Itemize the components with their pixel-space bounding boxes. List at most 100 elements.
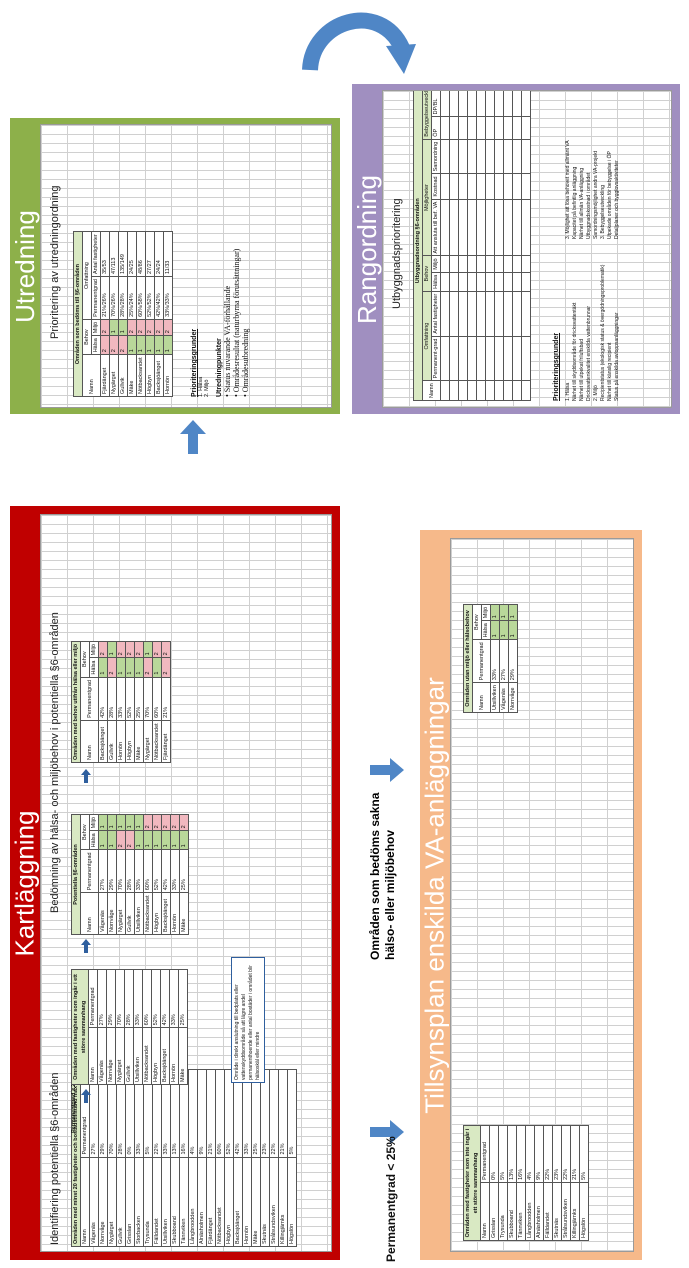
table-row [476, 91, 486, 401]
table-row [458, 91, 468, 401]
r-text-item: Dricksvattenkvalitet enskilda vattenbrun… [586, 305, 592, 401]
u-punkt-item: • Status nuvarande VA-förhållande [223, 285, 232, 397]
r-text-item: Utpekade områden för bebyggelse i ÖP [607, 151, 613, 239]
table-row [494, 91, 504, 401]
table-row [449, 91, 459, 401]
cycle-arrow-icon [302, 12, 416, 74]
r-text-item: 1. Hälsa [565, 382, 571, 401]
arrow-right-icon-4 [81, 939, 91, 953]
r-text-item: Samordningsmöjlighet andra VA-projekt [593, 150, 599, 239]
utredning-sheet: Prioritering av utredningordning Områden… [40, 124, 332, 408]
saknar-behov-label: Områden som bedöms sakna hälso- eller mi… [368, 792, 397, 960]
u-punkt-item: • Områdesresultat (naturbyrna förutsättn… [232, 248, 241, 397]
kartlaggning-title: Kartläggning [9, 810, 40, 956]
r-text-title: Prioriteringsgrunder [553, 332, 560, 401]
bedomning-heading: Bedömning av hälsa- och miljöbehov i pot… [49, 612, 61, 913]
table-row [467, 91, 477, 401]
r-text-item: Detaljplaner och bygglovsaktiviteter [614, 160, 620, 239]
rangordning-sheet: Utbyggnadsprioritering Utbyggnadsordning… [382, 90, 672, 408]
t-table: Områden utan miljö eller hälsobehov Namn… [463, 603, 518, 713]
k-table1: Områden med minst 20 fastigheter och bos… [71, 1068, 297, 1247]
table-row [503, 91, 513, 401]
u-grunder-title: Prioriteringsgrunder [191, 328, 198, 397]
u-punkt-item: • Områdesutbredning [241, 328, 250, 397]
r-table: Utbyggnadsordning §6-områden Namn Omfatt… [413, 91, 531, 401]
r-text-item: Närhet till utpekat friluftsbad [579, 339, 585, 401]
arrow-up-icon-1 [180, 420, 206, 454]
permanentgrad-label: Permanentgrad < 25% [384, 1136, 398, 1262]
table-row [521, 91, 531, 401]
kartlaggning-panel: Kartläggning Identifiering potentiella §… [10, 506, 340, 1260]
u-grunder-item: 2. Miljö [204, 379, 210, 397]
r-text-item: 2. Miljö [593, 385, 599, 401]
table-row [485, 91, 495, 401]
utredning-title: Utredning [9, 209, 40, 323]
r-text-item: Närhet till känslig recipient [607, 342, 613, 401]
r-text-item: Utbyggnadskostnad i området [586, 172, 592, 239]
tillsyn-panel: Tillsynsplan enskilda VA-anläggningar Om… [420, 530, 642, 1260]
r-text-item: Kapacitet på befintlig anläggning [572, 166, 578, 239]
r-text-item: Närhet till allmän VA-anläggning [579, 167, 585, 239]
u-punkter-title: Utredningpunkter [216, 338, 223, 397]
t-table2: Områden med fastigheter som inte ingår i… [463, 1125, 589, 1241]
prioritering-utredning-heading: Prioritering av utredningordning [49, 185, 61, 339]
tillsyn-title: Tillsynsplan enskilda VA-anläggningar [419, 676, 450, 1114]
tillsyn-sheet: Områden med fastigheter som inte ingår i… [450, 538, 634, 1252]
kartlaggning-sheet: Identifiering potentiella §6-områden Bed… [40, 514, 332, 1252]
k-note: Område i direkt anslutning till bedplats… [231, 957, 265, 1083]
k-table4: Områden med behov utifrån hälsa eller mi… [71, 640, 171, 763]
k-table2: Områden med fastigheter som ingår i ett … [71, 969, 188, 1085]
utredning-panel: Utredning Prioritering av utredningordni… [10, 118, 340, 414]
arrow-right-icon-2 [370, 1120, 404, 1144]
